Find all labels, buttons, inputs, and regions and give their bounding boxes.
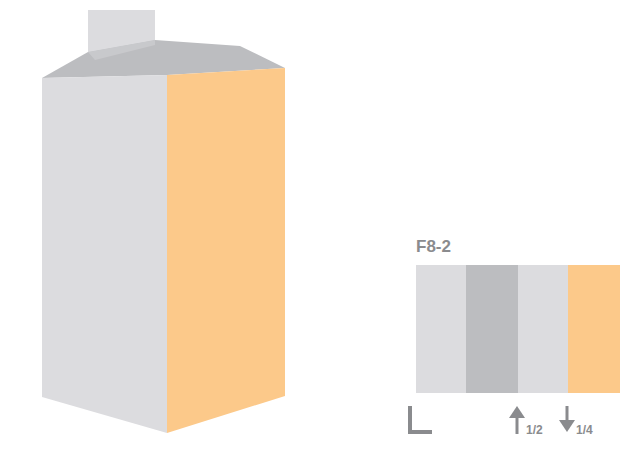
- fold-shade: [88, 40, 155, 60]
- figure-code: F8-2: [416, 238, 451, 255]
- down-arrow-head: [559, 420, 575, 432]
- fold-fraction: 1/2: [526, 424, 543, 436]
- corner-mark: [410, 406, 432, 432]
- flat-panel: [416, 265, 466, 393]
- flat-panel: [568, 265, 620, 393]
- front-panel: [42, 75, 167, 433]
- orange-panel: [167, 68, 285, 433]
- fold-fraction: 1/4: [576, 424, 593, 436]
- flat-panel: [518, 265, 568, 393]
- up-arrow-head: [509, 406, 525, 418]
- flat-panel: [466, 265, 518, 393]
